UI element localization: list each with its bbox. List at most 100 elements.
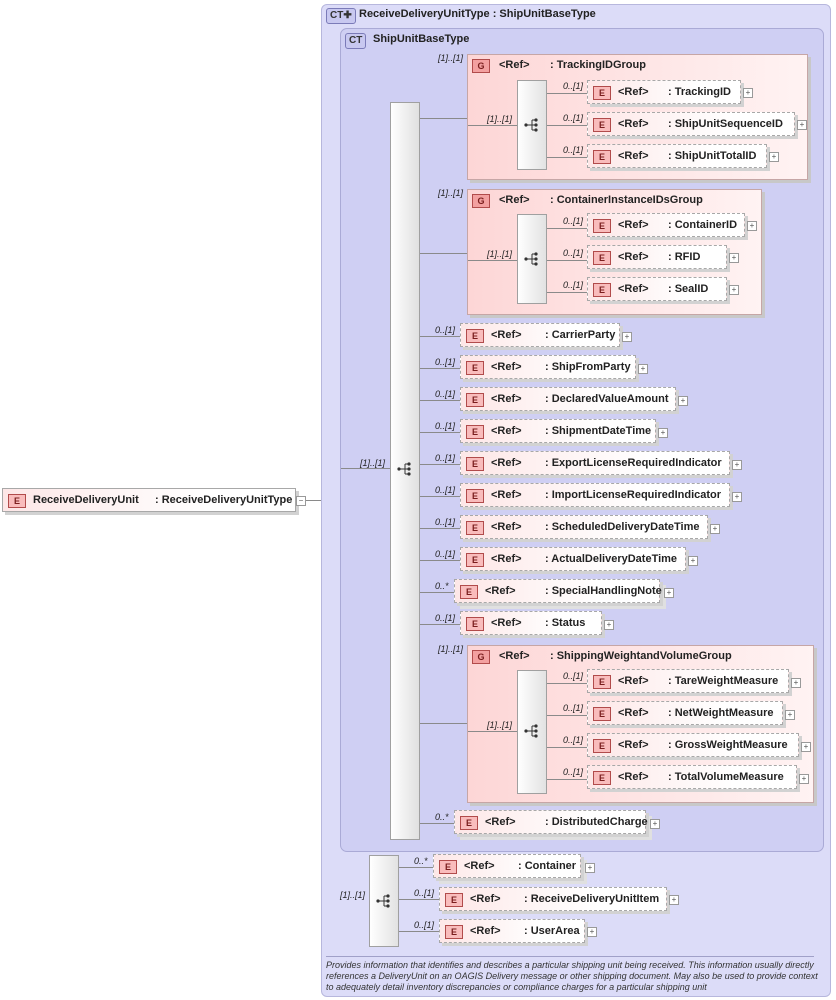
- ref-label: <Ref>: [618, 86, 649, 98]
- ref-label: <Ref>: [485, 816, 516, 828]
- element-tracking-id[interactable]: E <Ref> : TrackingID: [587, 80, 741, 104]
- element-distributed-charge[interactable]: E<Ref> : DistributedCharge: [454, 810, 648, 834]
- element-name: : ScheduledDeliveryDateTime: [545, 521, 700, 533]
- plus-icon[interactable]: +: [664, 588, 674, 598]
- ref-label: <Ref>: [499, 59, 530, 71]
- cardinality: 0..[1]: [563, 145, 584, 155]
- cardinality: 0..[1]: [435, 389, 456, 399]
- element-shipment-date-time[interactable]: E<Ref> : ShipmentDateTime: [460, 419, 656, 443]
- cardinality: 0..[1]: [563, 216, 584, 226]
- element-icon: E: [460, 585, 478, 599]
- element-icon: E: [466, 361, 484, 375]
- plus-icon[interactable]: +: [747, 221, 757, 231]
- ref-label: <Ref>: [470, 893, 501, 905]
- ref-label: <Ref>: [618, 739, 649, 751]
- element-icon: E: [593, 86, 611, 100]
- plus-icon[interactable]: +: [732, 460, 742, 470]
- plus-icon[interactable]: +: [799, 774, 809, 784]
- plus-icon[interactable]: +: [769, 152, 779, 162]
- element-icon: E: [8, 494, 26, 508]
- element-status[interactable]: E<Ref> : Status: [460, 611, 602, 635]
- element-name: : TrackingID: [668, 86, 731, 98]
- element-import-license-required-indicator[interactable]: E<Ref> : ImportLicenseRequiredIndicator: [460, 483, 730, 507]
- cardinality: 0..[1]: [435, 485, 456, 495]
- plus-icon[interactable]: +: [732, 492, 742, 502]
- element-name: : ShipUnitSequenceID: [668, 118, 783, 130]
- plus-icon[interactable]: +: [638, 364, 648, 374]
- plus-icon[interactable]: +: [622, 332, 632, 342]
- ref-label: <Ref>: [491, 553, 522, 565]
- plus-icon[interactable]: +: [743, 88, 753, 98]
- element-ship-unit-total-id[interactable]: E<Ref> : ShipUnitTotalID: [587, 144, 767, 168]
- element-gross-weight-measure[interactable]: E<Ref> : GrossWeightMeasure: [587, 733, 799, 757]
- cardinality: 0..[1]: [435, 613, 456, 623]
- ref-label: <Ref>: [491, 361, 522, 373]
- element-name: : ShipmentDateTime: [545, 425, 652, 437]
- element-icon: E: [445, 893, 463, 907]
- sequence-box: [517, 214, 547, 304]
- plus-icon[interactable]: +: [785, 710, 795, 720]
- plus-icon[interactable]: +: [729, 285, 739, 295]
- element-icon: E: [593, 739, 611, 753]
- element-scheduled-delivery-date-time[interactable]: E<Ref> : ScheduledDeliveryDateTime: [460, 515, 708, 539]
- plus-icon[interactable]: +: [791, 678, 801, 688]
- cardinality: 0..[1]: [563, 81, 584, 91]
- element-ship-unit-sequence-id[interactable]: E <Ref> : ShipUnitSequenceID: [587, 112, 795, 136]
- element-user-area[interactable]: E<Ref> : UserArea: [439, 919, 585, 943]
- inner-type-label: ShipUnitBaseType: [373, 33, 470, 45]
- element-name: : RFID: [668, 251, 701, 263]
- element-container[interactable]: E<Ref> : Container: [433, 854, 581, 878]
- plus-icon[interactable]: +: [650, 819, 660, 829]
- ref-label: <Ref>: [618, 675, 649, 687]
- plus-icon[interactable]: +: [585, 863, 595, 873]
- element-name: : UserArea: [524, 925, 580, 937]
- element-special-handling-note[interactable]: E<Ref> : SpecialHandlingNote: [454, 579, 662, 603]
- root-element-type: : ReceiveDeliveryUnitType: [155, 494, 293, 506]
- plus-icon[interactable]: +: [801, 742, 811, 752]
- plus-icon[interactable]: +: [678, 396, 688, 406]
- element-icon: E: [593, 251, 611, 265]
- element-icon: E: [466, 393, 484, 407]
- element-icon: E: [439, 860, 457, 874]
- group-name: : ShippingWeightandVolumeGroup: [550, 650, 732, 662]
- element-name: : ImportLicenseRequiredIndicator: [545, 489, 722, 501]
- collapse-icon[interactable]: −: [296, 496, 306, 506]
- element-name: : NetWeightMeasure: [668, 707, 774, 719]
- cardinality: [1]..[1]: [340, 890, 366, 900]
- plus-icon[interactable]: +: [729, 253, 739, 263]
- element-export-license-required-indicator[interactable]: E<Ref> : ExportLicenseRequiredIndicator: [460, 451, 730, 475]
- plus-icon[interactable]: +: [669, 895, 679, 905]
- plus-icon[interactable]: +: [658, 428, 668, 438]
- plus-icon[interactable]: +: [587, 927, 597, 937]
- ref-label: <Ref>: [485, 585, 516, 597]
- plus-icon[interactable]: +: [797, 120, 807, 130]
- plus-icon[interactable]: +: [710, 524, 720, 534]
- element-actual-delivery-date-time[interactable]: E<Ref> : ActualDeliveryDateTime: [460, 547, 686, 571]
- element-tare-weight-measure[interactable]: E<Ref> : TareWeightMeasure: [587, 669, 789, 693]
- element-net-weight-measure[interactable]: E<Ref> : NetWeightMeasure: [587, 701, 783, 725]
- ref-label: <Ref>: [491, 425, 522, 437]
- element-receive-delivery-unit-item[interactable]: E<Ref> : ReceiveDeliveryUnitItem: [439, 887, 667, 911]
- cardinality: 0..[1]: [563, 735, 584, 745]
- element-name: : ShipUnitTotalID: [668, 150, 757, 162]
- ref-label: <Ref>: [618, 118, 649, 130]
- element-name: : SealID: [668, 283, 709, 295]
- cardinality: [1]..[1]: [438, 644, 464, 654]
- element-ship-from-party[interactable]: E<Ref> : ShipFromParty: [460, 355, 636, 379]
- cardinality: 0..*: [435, 812, 449, 822]
- ref-label: <Ref>: [618, 771, 649, 783]
- element-name: : TareWeightMeasure: [668, 675, 779, 687]
- element-rfid[interactable]: E <Ref> : RFID: [587, 245, 727, 269]
- root-element[interactable]: E ReceiveDeliveryUnit : ReceiveDeliveryU…: [2, 488, 296, 512]
- element-seal-id[interactable]: E<Ref> : SealID: [587, 277, 727, 301]
- cardinality: 0..[1]: [563, 113, 584, 123]
- plus-icon[interactable]: +: [688, 556, 698, 566]
- element-container-id[interactable]: E<Ref> : ContainerID: [587, 213, 745, 237]
- element-carrier-party[interactable]: E<Ref> : CarrierParty: [460, 323, 620, 347]
- plus-icon[interactable]: +: [604, 620, 614, 630]
- ref-label: <Ref>: [618, 251, 649, 263]
- element-icon: E: [593, 118, 611, 132]
- element-declared-value-amount[interactable]: E<Ref> : DeclaredValueAmount: [460, 387, 676, 411]
- root-element-name: ReceiveDeliveryUnit: [33, 494, 139, 506]
- element-total-volume-measure[interactable]: E<Ref> : TotalVolumeMeasure: [587, 765, 797, 789]
